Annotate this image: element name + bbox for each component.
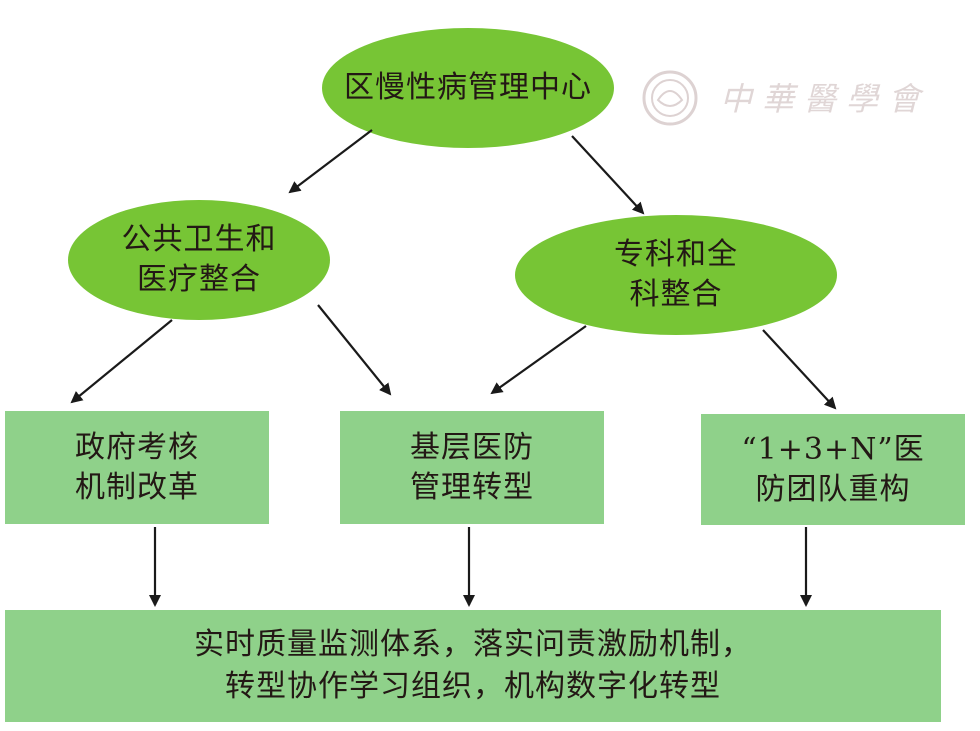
arrow-public-to-gov: [70, 319, 173, 404]
arrow-specialty-to-primary: [490, 325, 587, 395]
node-public-health-label: 公共卫生和 医疗整合: [121, 222, 277, 297]
arrow-specialty-to-team: [762, 329, 837, 410]
node-specialty-label: 专科和全 科整合: [614, 237, 738, 312]
node-specialty: 专科和全 科整合: [515, 215, 837, 335]
node-team-rebuild-label: “1+3+N”医 防团队重构: [741, 431, 925, 507]
arrow-public-to-primary: [317, 304, 392, 396]
watermark-text: 中華醫學會: [720, 80, 931, 118]
node-public-health: 公共卫生和 医疗整合: [68, 200, 330, 320]
node-center: 区慢性病管理中心: [322, 28, 614, 148]
node-center-label: 区慢性病管理中心: [344, 70, 592, 105]
watermark-seal-icon: [642, 70, 698, 126]
arrow-center-to-public: [288, 129, 373, 194]
node-primary-care: 基层医防 管理转型: [340, 411, 604, 524]
arrow-center-to-specialty: [571, 135, 645, 215]
node-bottom-summary-label: 实时质量监测体系，落实问责激励机制， 转型协作学习组织，机构数字化转型: [194, 627, 752, 704]
node-primary-care-label: 基层医防 管理转型: [410, 429, 534, 505]
node-bottom-summary: 实时质量监测体系，落实问责激励机制， 转型协作学习组织，机构数字化转型: [5, 610, 941, 722]
node-team-rebuild: “1+3+N”医 防团队重构: [701, 414, 965, 525]
node-gov-reform-label: 政府考核 机制改革: [75, 429, 199, 505]
node-gov-reform: 政府考核 机制改革: [5, 411, 269, 524]
